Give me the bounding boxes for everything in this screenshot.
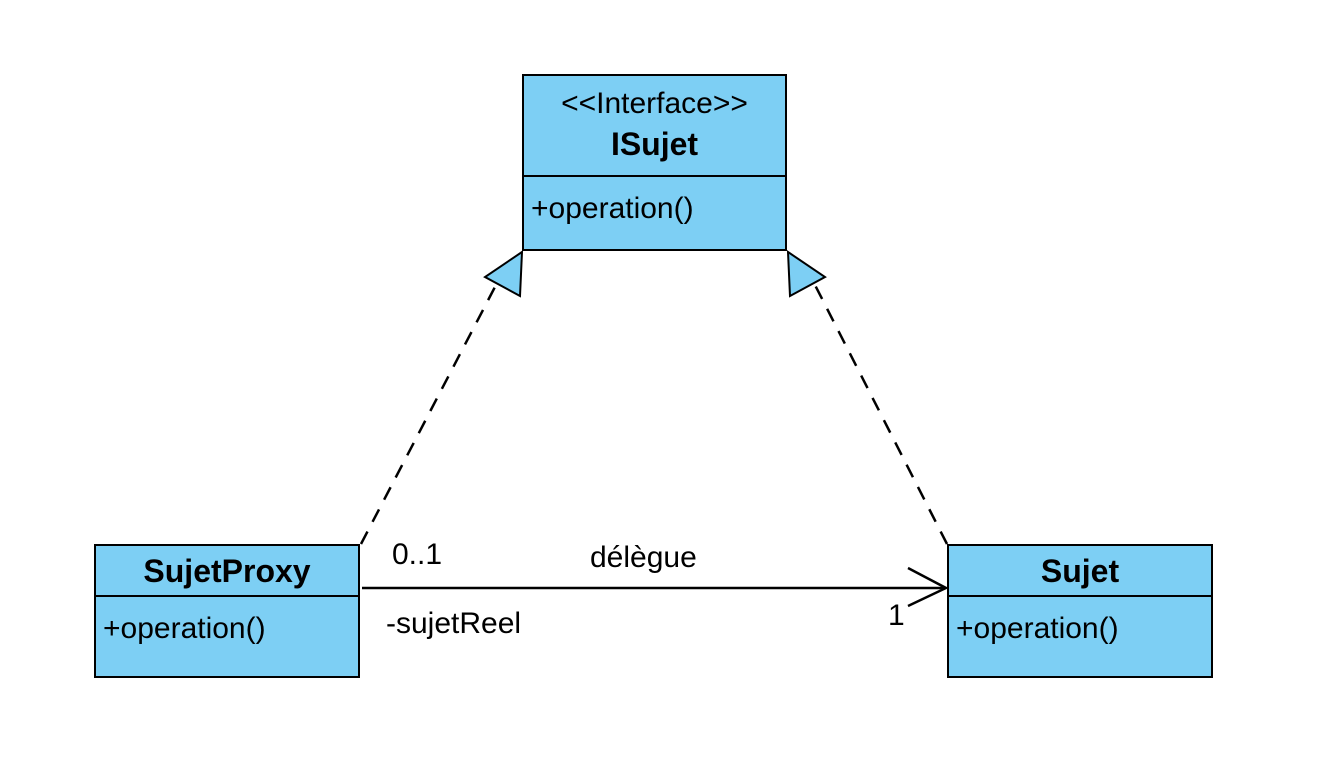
- class-sujet-name: Sujet: [1040, 553, 1120, 589]
- class-sujet-operation: +operation(): [956, 612, 1119, 645]
- class-isujet-stereotype: <<Interface>>: [561, 87, 748, 120]
- realization-arrowhead-proxy: [483, 250, 524, 298]
- class-sujetproxy-operation: +operation(): [103, 612, 266, 645]
- class-sujet-operations: +operation(): [949, 597, 1211, 647]
- association-source-role: -sujetReel: [386, 607, 522, 640]
- class-isujet-operations: +operation(): [524, 177, 785, 227]
- class-isujet[interactable]: <<Interface>> ISujet +operation(): [522, 74, 787, 251]
- class-sujetproxy-operations: +operation(): [96, 597, 358, 647]
- realization-line-proxy: [359, 284, 498, 545]
- class-sujetproxy-header: SujetProxy: [96, 546, 358, 597]
- association-arrowhead: [907, 566, 949, 608]
- class-sujet-header: Sujet: [949, 546, 1211, 597]
- association-name: délègue: [590, 541, 697, 574]
- class-sujet[interactable]: Sujet +operation(): [947, 544, 1213, 678]
- realization-arrowhead-sujet: [786, 250, 827, 298]
- class-sujetproxy[interactable]: SujetProxy +operation(): [94, 544, 360, 678]
- class-sujetproxy-name: SujetProxy: [143, 553, 311, 589]
- class-isujet-name: ISujet: [610, 126, 699, 162]
- realization-line-sujet: [813, 284, 949, 545]
- class-isujet-operation: +operation(): [531, 192, 694, 225]
- association-target-multiplicity: 1: [888, 599, 905, 632]
- class-isujet-header: <<Interface>> ISujet: [524, 76, 785, 177]
- association-source-multiplicity: 0..1: [392, 538, 443, 571]
